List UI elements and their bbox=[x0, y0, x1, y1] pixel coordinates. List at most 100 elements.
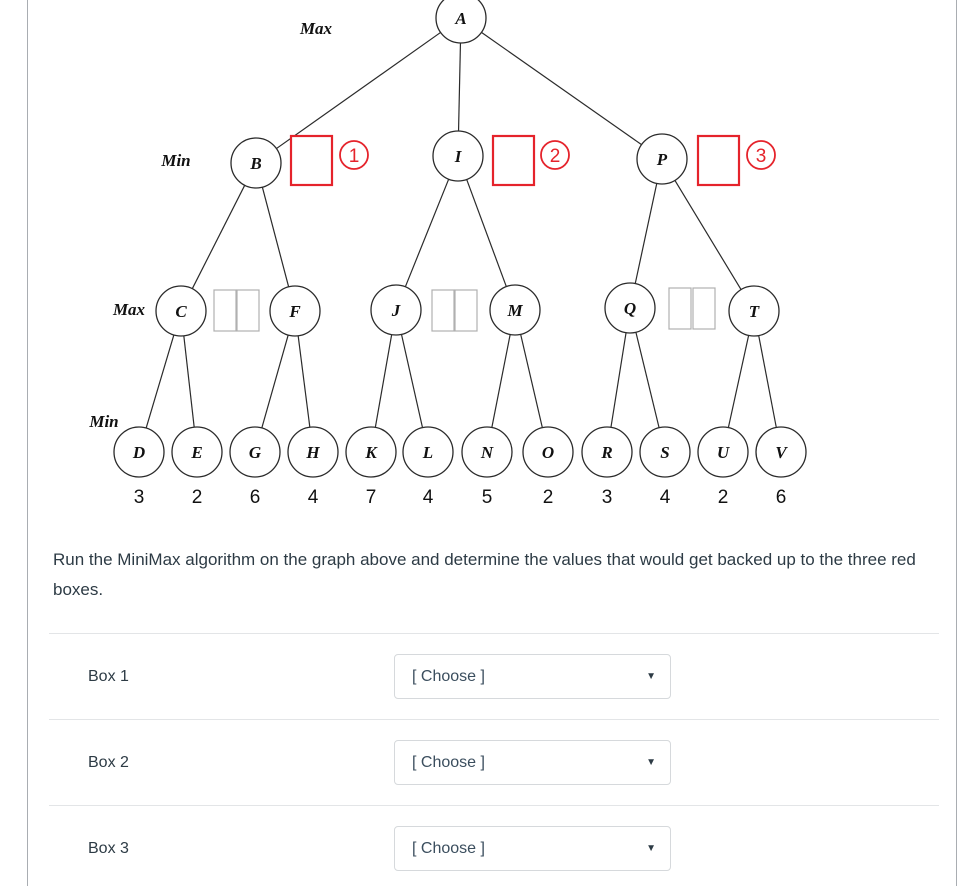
node-circle-A bbox=[435, 0, 487, 44]
node-circle-V bbox=[755, 426, 807, 478]
answer-label-box2: Box 2 bbox=[88, 753, 129, 771]
node-label-R: R bbox=[600, 443, 612, 462]
node-circle-K bbox=[345, 426, 397, 478]
tree-edge-A-P bbox=[481, 31, 642, 146]
node-circle-B bbox=[230, 137, 282, 189]
tree-edge-I-M bbox=[466, 179, 507, 287]
leaf-value-E: 2 bbox=[192, 487, 203, 508]
node-label-K: K bbox=[364, 443, 378, 462]
dropdown-box3-value: [ Choose ] bbox=[412, 839, 485, 857]
node-circle-E bbox=[171, 426, 223, 478]
chevron-down-icon: ▼ bbox=[646, 756, 656, 768]
question-prompt: Run the MiniMax algorithm on the graph a… bbox=[53, 550, 916, 599]
node-label-P: P bbox=[656, 150, 668, 169]
red-answer-box-3 bbox=[696, 134, 741, 187]
node-circle-C bbox=[155, 285, 207, 337]
tree-edge-A-B bbox=[276, 31, 441, 150]
tree-edge-M-N bbox=[491, 334, 511, 428]
node-label-D: D bbox=[132, 443, 145, 462]
node-label-L: L bbox=[422, 443, 433, 462]
red-number-circle-1 bbox=[339, 140, 369, 170]
gray-placeholder-box-2 bbox=[236, 289, 260, 332]
tree-node-J: J bbox=[370, 284, 422, 336]
node-label-M: M bbox=[506, 301, 523, 320]
leaf-value-G: 6 bbox=[250, 487, 261, 508]
node-circle-M bbox=[489, 284, 541, 336]
chevron-down-icon: ▼ bbox=[646, 842, 656, 854]
tree-node-V: V bbox=[755, 426, 807, 478]
gray-placeholder-box-1 bbox=[213, 289, 237, 332]
tree-edge-P-T bbox=[674, 180, 742, 290]
tree-edge-C-E bbox=[183, 335, 195, 428]
answer-row-box2: Box 2 [ Choose ] ▼ bbox=[49, 719, 939, 805]
node-label-E: E bbox=[190, 443, 202, 462]
level-label-min-2: Min bbox=[160, 151, 190, 170]
tree-node-D: D bbox=[113, 426, 165, 478]
red-number-circle-3 bbox=[746, 140, 776, 170]
tree-node-F: F bbox=[269, 285, 321, 337]
node-circle-L bbox=[402, 426, 454, 478]
node-circle-T bbox=[728, 285, 780, 337]
tree-node-H: H bbox=[287, 426, 339, 478]
dropdown-box1-value: [ Choose ] bbox=[412, 667, 485, 685]
leaf-value-L: 4 bbox=[423, 487, 434, 508]
dropdown-box2[interactable]: [ Choose ] ▼ bbox=[394, 740, 671, 785]
node-label-J: J bbox=[391, 301, 401, 320]
node-label-S: S bbox=[660, 443, 669, 462]
leaf-value-N: 5 bbox=[482, 487, 493, 508]
answer-label-box1: Box 1 bbox=[88, 667, 129, 685]
node-circle-N bbox=[461, 426, 513, 478]
leaf-value-O: 2 bbox=[543, 487, 554, 508]
node-label-U: U bbox=[717, 443, 730, 462]
tree-edge-I-J bbox=[404, 178, 450, 288]
leaf-value-H: 4 bbox=[308, 487, 319, 508]
node-circle-U bbox=[697, 426, 749, 478]
tree-edge-J-K bbox=[374, 334, 393, 428]
leaf-value-V: 6 bbox=[776, 487, 787, 508]
node-circle-S bbox=[639, 426, 691, 478]
tree-edge-B-F bbox=[261, 187, 290, 287]
gray-placeholder-box-5 bbox=[668, 287, 692, 330]
red-number-label-2: 2 bbox=[550, 146, 561, 167]
node-circle-Q bbox=[604, 282, 656, 334]
node-label-B: B bbox=[249, 154, 261, 173]
tree-edge-Q-R bbox=[610, 332, 627, 428]
tree-edge-F-G bbox=[261, 334, 289, 429]
answer-list: Box 1 [ Choose ] ▼ Box 2 [ Choose ] ▼ Bo… bbox=[49, 633, 939, 891]
node-label-I: I bbox=[454, 147, 463, 166]
node-label-T: T bbox=[749, 302, 760, 321]
tree-node-A: A bbox=[435, 0, 487, 44]
answer-label-box3: Box 3 bbox=[88, 839, 129, 857]
dropdown-box3[interactable]: [ Choose ] ▼ bbox=[394, 826, 671, 871]
chevron-down-icon: ▼ bbox=[646, 670, 656, 682]
node-label-O: O bbox=[542, 443, 554, 462]
tree-node-Q: Q bbox=[604, 282, 656, 334]
level-label-min-4: Min bbox=[88, 412, 118, 431]
level-label-max-3: Max bbox=[112, 300, 146, 319]
tree-edge-Q-S bbox=[635, 332, 660, 428]
tree-node-M: M bbox=[489, 284, 541, 336]
tree-node-G: G bbox=[229, 426, 281, 478]
dropdown-box2-value: [ Choose ] bbox=[412, 753, 485, 771]
dropdown-box1[interactable]: [ Choose ] ▼ bbox=[394, 654, 671, 699]
tree-edge-F-H bbox=[297, 335, 311, 428]
node-label-C: C bbox=[175, 302, 187, 321]
node-circle-R bbox=[581, 426, 633, 478]
leaf-value-R: 3 bbox=[602, 487, 613, 508]
answer-row-box3: Box 3 [ Choose ] ▼ bbox=[49, 805, 939, 891]
node-label-G: G bbox=[249, 443, 262, 462]
node-label-A: A bbox=[454, 9, 466, 28]
tree-node-R: R bbox=[581, 426, 633, 478]
node-label-N: N bbox=[480, 443, 494, 462]
tree-node-L: L bbox=[402, 426, 454, 478]
leaf-value-K: 7 bbox=[366, 487, 377, 508]
node-circle-J bbox=[370, 284, 422, 336]
tree-node-I: I bbox=[432, 130, 484, 182]
red-answer-box-1 bbox=[289, 134, 334, 187]
node-label-F: F bbox=[288, 302, 301, 321]
red-number-label-3: 3 bbox=[756, 146, 767, 167]
node-circle-I bbox=[432, 130, 484, 182]
tree-edge-M-O bbox=[520, 334, 543, 428]
